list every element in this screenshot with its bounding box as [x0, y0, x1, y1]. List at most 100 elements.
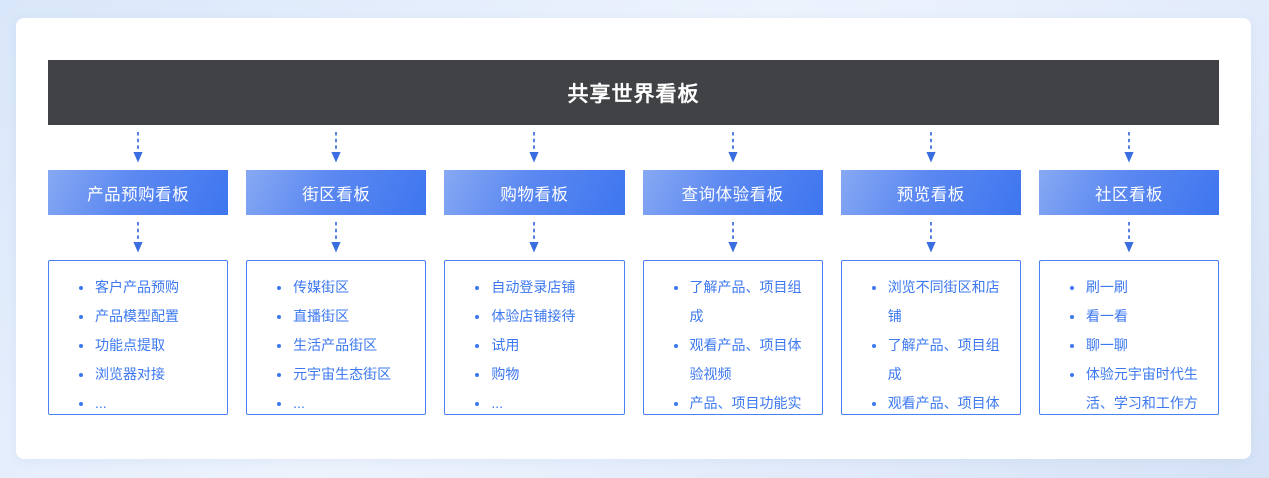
dashed-down-arrow-icon — [529, 222, 540, 253]
category-box-4: 预览看板 — [840, 170, 1021, 215]
list-item: 元宇宙生态街区 — [277, 360, 417, 389]
bullet-dot-icon — [1069, 373, 1074, 377]
connector-cell — [246, 215, 426, 260]
bullet-dot-icon — [277, 344, 282, 348]
list-item: 体验元宇宙时代生活、学习和工作方式 — [1069, 360, 1210, 414]
category-box-5: 社区看板 — [1038, 170, 1220, 215]
dashed-down-arrow-icon — [1124, 222, 1134, 253]
list-item: ... — [79, 389, 219, 414]
list-item-label: 生活产品街区 — [293, 337, 378, 353]
list-item-label: 产品、项目功能实操 — [689, 395, 802, 411]
bullet-dot-icon — [871, 402, 876, 406]
category-label: 街区看板 — [302, 185, 371, 204]
list-item: 刷一刷 — [1069, 273, 1210, 302]
list-item: 观看产品、项目体验视频 — [673, 331, 814, 389]
list-item: ... — [277, 389, 417, 414]
list-item-label: 购物 — [491, 366, 520, 382]
bullet-dot-icon — [475, 373, 480, 377]
bullet-dot-icon — [79, 344, 83, 348]
detail-list: 浏览不同街区和店铺 了解产品、项目组成 观看产品、项目体验视频 ... — [871, 273, 1012, 414]
detail-box-3: 了解产品、项目组成 观看产品、项目体验视频 产品、项目功能实操 ... — [642, 260, 823, 415]
dashed-down-arrow-icon — [727, 222, 738, 253]
bullet-dot-icon — [475, 286, 480, 290]
list-item: 客户产品预购 — [79, 273, 219, 302]
list-item: 试用 — [475, 331, 615, 360]
category-label: 社区看板 — [1094, 185, 1163, 204]
list-item: ... — [475, 389, 615, 414]
list-item-label: 聊一聊 — [1085, 337, 1128, 353]
category-box-0: 产品预购看板 — [48, 170, 229, 215]
dashed-down-arrow-icon — [331, 132, 341, 163]
bullet-dot-icon — [277, 373, 282, 377]
detail-list: 自动登录店铺 体验店铺接待 试用 购物 ... — [475, 273, 615, 414]
list-item: 了解产品、项目组成 — [673, 273, 814, 331]
bullet-dot-icon — [475, 402, 480, 406]
list-item-label: 产品模型配置 — [95, 308, 179, 324]
dashed-down-arrow-icon — [133, 132, 143, 163]
list-item-label: 试用 — [491, 337, 520, 353]
detail-box-4: 浏览不同街区和店铺 了解产品、项目组成 观看产品、项目体验视频 ... — [840, 260, 1021, 415]
connector-cell — [643, 215, 823, 260]
list-item-label: 刷一刷 — [1085, 279, 1128, 295]
detail-list: 传媒街区 直播街区 生活产品街区 元宇宙生态街区 ... — [277, 273, 417, 414]
dashed-down-arrow-icon — [926, 132, 936, 163]
bullet-dot-icon — [277, 315, 282, 319]
connector-cell — [444, 215, 624, 260]
list-item-label: 了解产品、项目组成 — [887, 337, 1000, 382]
category-box-1: 街区看板 — [246, 170, 427, 215]
bullet-dot-icon — [79, 315, 83, 319]
dashed-down-arrow-icon — [926, 222, 936, 253]
list-item-label: 客户产品预购 — [95, 279, 179, 295]
category-label: 预览看板 — [896, 185, 965, 204]
diagram-card: 共享世界看板 产品预购看板 街区看板 — [16, 18, 1251, 459]
bullet-dot-icon — [871, 344, 876, 348]
connector-cell — [1039, 215, 1219, 260]
detail-list: 了解产品、项目组成 观看产品、项目体验视频 产品、项目功能实操 ... — [673, 273, 814, 414]
list-item: 传媒街区 — [277, 273, 417, 302]
list-item-label: 元宇宙生态街区 — [293, 366, 392, 382]
bullet-dot-icon — [277, 286, 282, 290]
connector-row-bottom — [48, 215, 1219, 260]
list-item: 了解产品、项目组成 — [871, 331, 1012, 389]
bullet-dot-icon — [673, 286, 678, 290]
list-item: 功能点提取 — [79, 331, 219, 360]
category-label: 查询体验看板 — [681, 185, 784, 204]
list-item-label: 了解产品、项目组成 — [689, 279, 802, 324]
list-item: 看一看 — [1069, 302, 1210, 331]
list-item-label: ... — [293, 395, 305, 411]
connector-cell — [1039, 125, 1219, 170]
connector-cell — [841, 125, 1021, 170]
detail-list: 刷一刷 看一看 聊一聊 体验元宇宙时代生活、学习和工作方式 — [1069, 273, 1210, 414]
connector-row-top — [48, 125, 1219, 170]
list-item: 聊一聊 — [1069, 331, 1210, 360]
connector-cell — [841, 215, 1021, 260]
detail-row: 客户产品预购 产品模型配置 功能点提取 浏览器对接 ... 传媒街区 直播街区 … — [48, 260, 1220, 415]
bullet-dot-icon — [79, 286, 83, 290]
category-label: 购物看板 — [500, 185, 569, 204]
list-item-label: 观看产品、项目体验视频 — [689, 337, 802, 382]
list-item-label: 浏览不同街区和店铺 — [887, 279, 1000, 324]
list-item-label: 体验元宇宙时代生活、学习和工作方式 — [1085, 366, 1198, 411]
bullet-dot-icon — [1069, 286, 1074, 290]
list-item: 直播街区 — [277, 302, 417, 331]
detail-box-0: 客户产品预购 产品模型配置 功能点提取 浏览器对接 ... — [48, 260, 229, 415]
bullet-dot-icon — [1069, 315, 1074, 319]
bullet-dot-icon — [871, 286, 876, 290]
list-item-label: 功能点提取 — [95, 337, 165, 353]
list-item: 体验店铺接待 — [475, 302, 615, 331]
bullet-dot-icon — [673, 344, 678, 348]
dashed-down-arrow-icon — [727, 132, 738, 163]
board-title: 共享世界看板 — [567, 82, 700, 106]
detail-box-5: 刷一刷 看一看 聊一聊 体验元宇宙时代生活、学习和工作方式 — [1038, 260, 1220, 415]
category-box-3: 查询体验看板 — [642, 170, 823, 215]
category-box-2: 购物看板 — [444, 170, 625, 215]
bullet-dot-icon — [673, 402, 678, 406]
bullet-dot-icon — [1069, 344, 1074, 348]
list-item: 观看产品、项目体验视频 — [871, 389, 1012, 414]
detail-box-2: 自动登录店铺 体验店铺接待 试用 购物 ... — [444, 260, 625, 415]
list-item: 产品模型配置 — [79, 302, 219, 331]
dashed-down-arrow-icon — [331, 222, 341, 253]
detail-list: 客户产品预购 产品模型配置 功能点提取 浏览器对接 ... — [79, 273, 219, 414]
connector-cell — [643, 125, 823, 170]
list-item-label: ... — [491, 395, 504, 411]
